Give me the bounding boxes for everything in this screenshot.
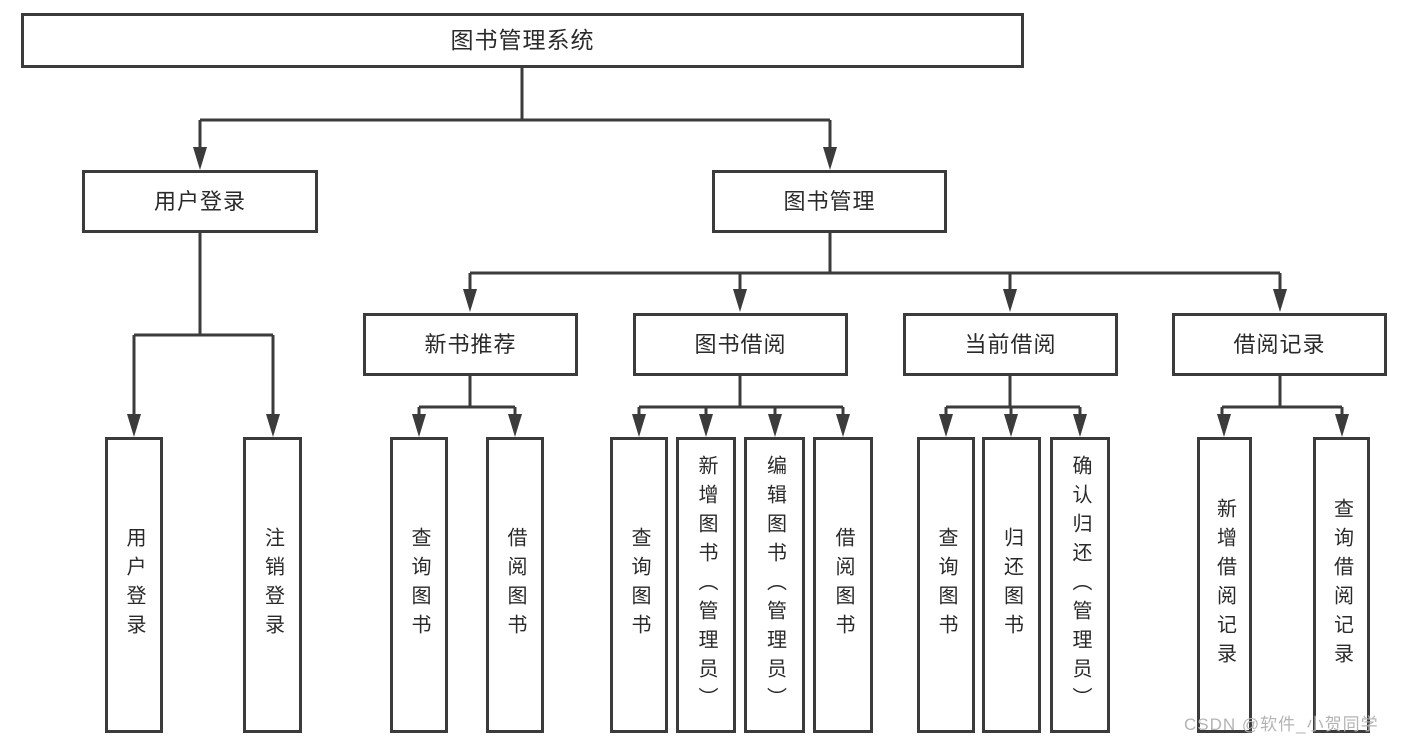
arrow-icon	[412, 414, 426, 437]
arrow-icon	[1335, 414, 1349, 437]
leaf-query-books-recommend: 查询图书	[390, 437, 448, 733]
node-borrow-records: 借阅记录	[1172, 313, 1387, 376]
connector-book-borrow	[637, 376, 845, 417]
arrow-icon	[266, 414, 280, 437]
leaf-borrow-books-recommend: 借阅图书	[486, 437, 544, 733]
leaf-confirm-return-admin: 确认归还（管理员）	[1050, 437, 1110, 733]
leaf-query-books-current: 查询图书	[917, 437, 975, 733]
node-book-management: 图书管理	[712, 170, 947, 233]
leaf-edit-books-admin: 编辑图书（管理员）	[744, 437, 805, 733]
node-new-book-recommend: 新书推荐	[363, 313, 578, 376]
connector-book-mgmt	[468, 233, 1282, 292]
arrow-icon	[1073, 414, 1087, 437]
node-book-borrow: 图书借阅	[633, 313, 848, 376]
arrow-icon	[193, 147, 207, 170]
connector-current-borrow	[944, 376, 1082, 417]
arrow-icon	[127, 414, 141, 437]
arrow-icon	[1003, 289, 1017, 312]
node-library-system: 图书管理系统	[21, 13, 1024, 68]
watermark: CSDN @软件_小贺同学	[1184, 715, 1379, 734]
arrow-icon	[699, 414, 713, 437]
arrow-icon	[939, 414, 953, 437]
arrowheads	[127, 147, 1349, 437]
arrow-icon	[836, 414, 850, 437]
arrow-icon	[1217, 414, 1231, 437]
leaf-return-books: 归还图书	[982, 437, 1041, 733]
leaf-borrow-books: 借阅图书	[813, 437, 873, 733]
connector-user-login	[132, 233, 275, 417]
leaf-logout: 注销登录	[243, 437, 302, 733]
node-current-borrow: 当前借阅	[903, 313, 1118, 376]
connector-root	[198, 68, 832, 149]
leaf-add-books-admin: 新增图书（管理员）	[676, 437, 736, 733]
leaf-query-books-borrow: 查询图书	[610, 437, 668, 733]
node-user-login: 用户登录	[82, 170, 318, 233]
connector-new-book-rec	[417, 376, 517, 417]
arrow-icon	[1273, 289, 1287, 312]
connector-borrow-records	[1220, 376, 1344, 417]
arrow-icon	[823, 147, 837, 170]
arrow-icon	[508, 414, 522, 437]
arrow-icon	[463, 289, 477, 312]
arrow-icon	[733, 289, 747, 312]
leaf-query-borrow-record: 查询借阅记录	[1313, 437, 1370, 733]
leaf-user-login: 用户登录	[105, 437, 163, 733]
arrow-icon	[632, 414, 646, 437]
arrow-icon	[768, 414, 782, 437]
leaf-add-borrow-record: 新增借阅记录	[1197, 437, 1252, 733]
arrow-icon	[1004, 414, 1018, 437]
